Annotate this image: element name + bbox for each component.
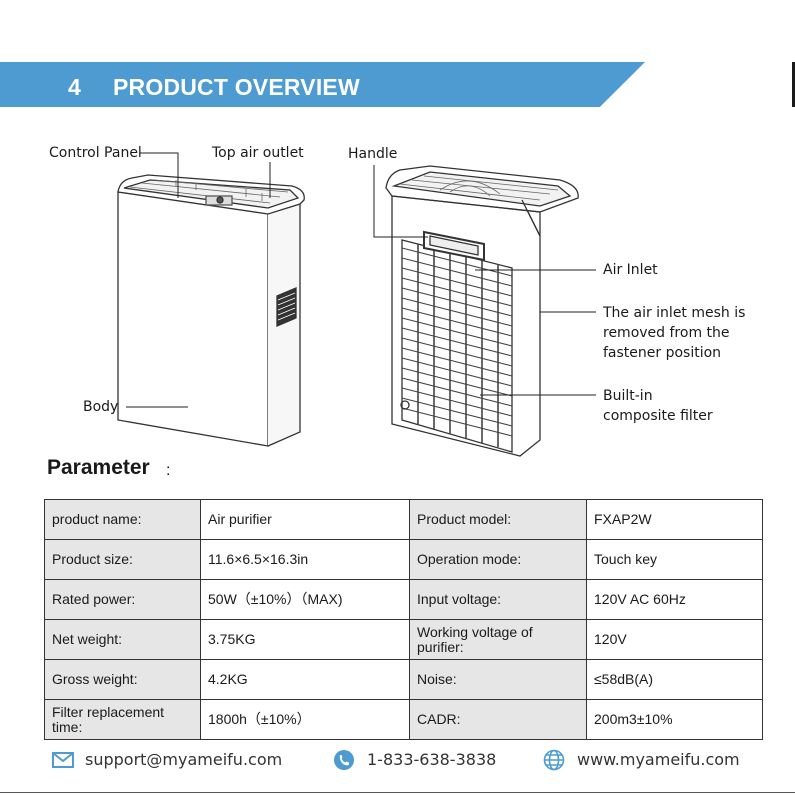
table-row: Product size: 11.6×6.5×16.3in Operation … bbox=[44, 539, 763, 580]
callout-body: Body bbox=[83, 399, 119, 415]
param-value: 3.75KG bbox=[200, 619, 410, 660]
section-title: PRODUCT OVERVIEW bbox=[113, 74, 360, 100]
callout-handle: Handle bbox=[348, 146, 398, 162]
email-icon bbox=[52, 752, 74, 768]
footer-email[interactable]: support@myameifu.com bbox=[85, 750, 283, 769]
globe-icon bbox=[543, 749, 565, 771]
param-label: Rated power: bbox=[44, 579, 201, 620]
param-label: Input voltage: bbox=[409, 579, 587, 620]
table-row: product name: Air purifier Product model… bbox=[44, 499, 763, 540]
param-value: 120V bbox=[586, 619, 763, 660]
footer-phone[interactable]: 1-833-638-3838 bbox=[367, 750, 497, 769]
param-label: Gross weight: bbox=[44, 659, 201, 700]
front-view-unit bbox=[117, 174, 305, 447]
param-value: 50W（±10%）（MAX) bbox=[200, 579, 410, 620]
param-label: Noise: bbox=[409, 659, 587, 700]
parameter-table: product name: Air purifier Product model… bbox=[44, 499, 763, 740]
page-edge-mark bbox=[792, 62, 795, 107]
table-row: Rated power: 50W（±10%）（MAX) Input voltag… bbox=[44, 579, 763, 620]
param-value: FXAP2W bbox=[586, 499, 763, 540]
callout-top-air-outlet: Top air outlet bbox=[212, 145, 304, 161]
param-value: 200m3±10% bbox=[586, 699, 763, 740]
param-value: ≤58dB(A) bbox=[586, 659, 763, 700]
param-value: Touch key bbox=[586, 539, 763, 580]
param-label: CADR: bbox=[409, 699, 587, 740]
param-value: 4.2KG bbox=[200, 659, 410, 700]
param-label: Product size: bbox=[44, 539, 201, 580]
table-row: Gross weight: 4.2KG Noise: ≤58dB(A) bbox=[44, 659, 763, 700]
callout-filter-line2: composite filter bbox=[603, 408, 713, 424]
param-label: Net weight: bbox=[44, 619, 201, 660]
callout-air-inlet: Air Inlet bbox=[603, 262, 658, 278]
param-value: 1800h（±10%） bbox=[200, 699, 410, 740]
section-banner bbox=[0, 62, 645, 107]
table-row: Filter replacement time: 1800h（±10%） CAD… bbox=[44, 699, 763, 740]
callout-mesh-line2: removed from the bbox=[603, 325, 730, 341]
param-label: Operation mode: bbox=[409, 539, 587, 580]
parameter-colon: : bbox=[166, 462, 171, 479]
param-value: 120V AC 60Hz bbox=[586, 579, 763, 620]
phone-icon bbox=[334, 750, 354, 770]
param-value: Air purifier bbox=[200, 499, 410, 540]
param-label: Working voltage of purifier: bbox=[409, 619, 587, 660]
param-value: 11.6×6.5×16.3in bbox=[200, 539, 410, 580]
param-label: Filter replacement time: bbox=[44, 699, 201, 740]
bottom-divider bbox=[0, 792, 795, 793]
product-illustration bbox=[117, 152, 596, 457]
back-view-unit bbox=[385, 165, 579, 457]
param-label: Product model: bbox=[409, 499, 587, 540]
parameter-title: Parameter bbox=[47, 456, 150, 479]
callout-mesh-line1: The air inlet mesh is bbox=[603, 305, 746, 321]
table-row: Net weight: 3.75KG Working voltage of pu… bbox=[44, 619, 763, 660]
callout-control-panel: Control Panel bbox=[49, 145, 142, 161]
callout-filter-line1: Built-in bbox=[603, 388, 653, 404]
param-label: product name: bbox=[44, 499, 201, 540]
section-number: 4 bbox=[68, 74, 81, 100]
footer-website[interactable]: www.myameifu.com bbox=[577, 750, 740, 769]
callout-mesh-line3: fastener position bbox=[603, 345, 722, 361]
